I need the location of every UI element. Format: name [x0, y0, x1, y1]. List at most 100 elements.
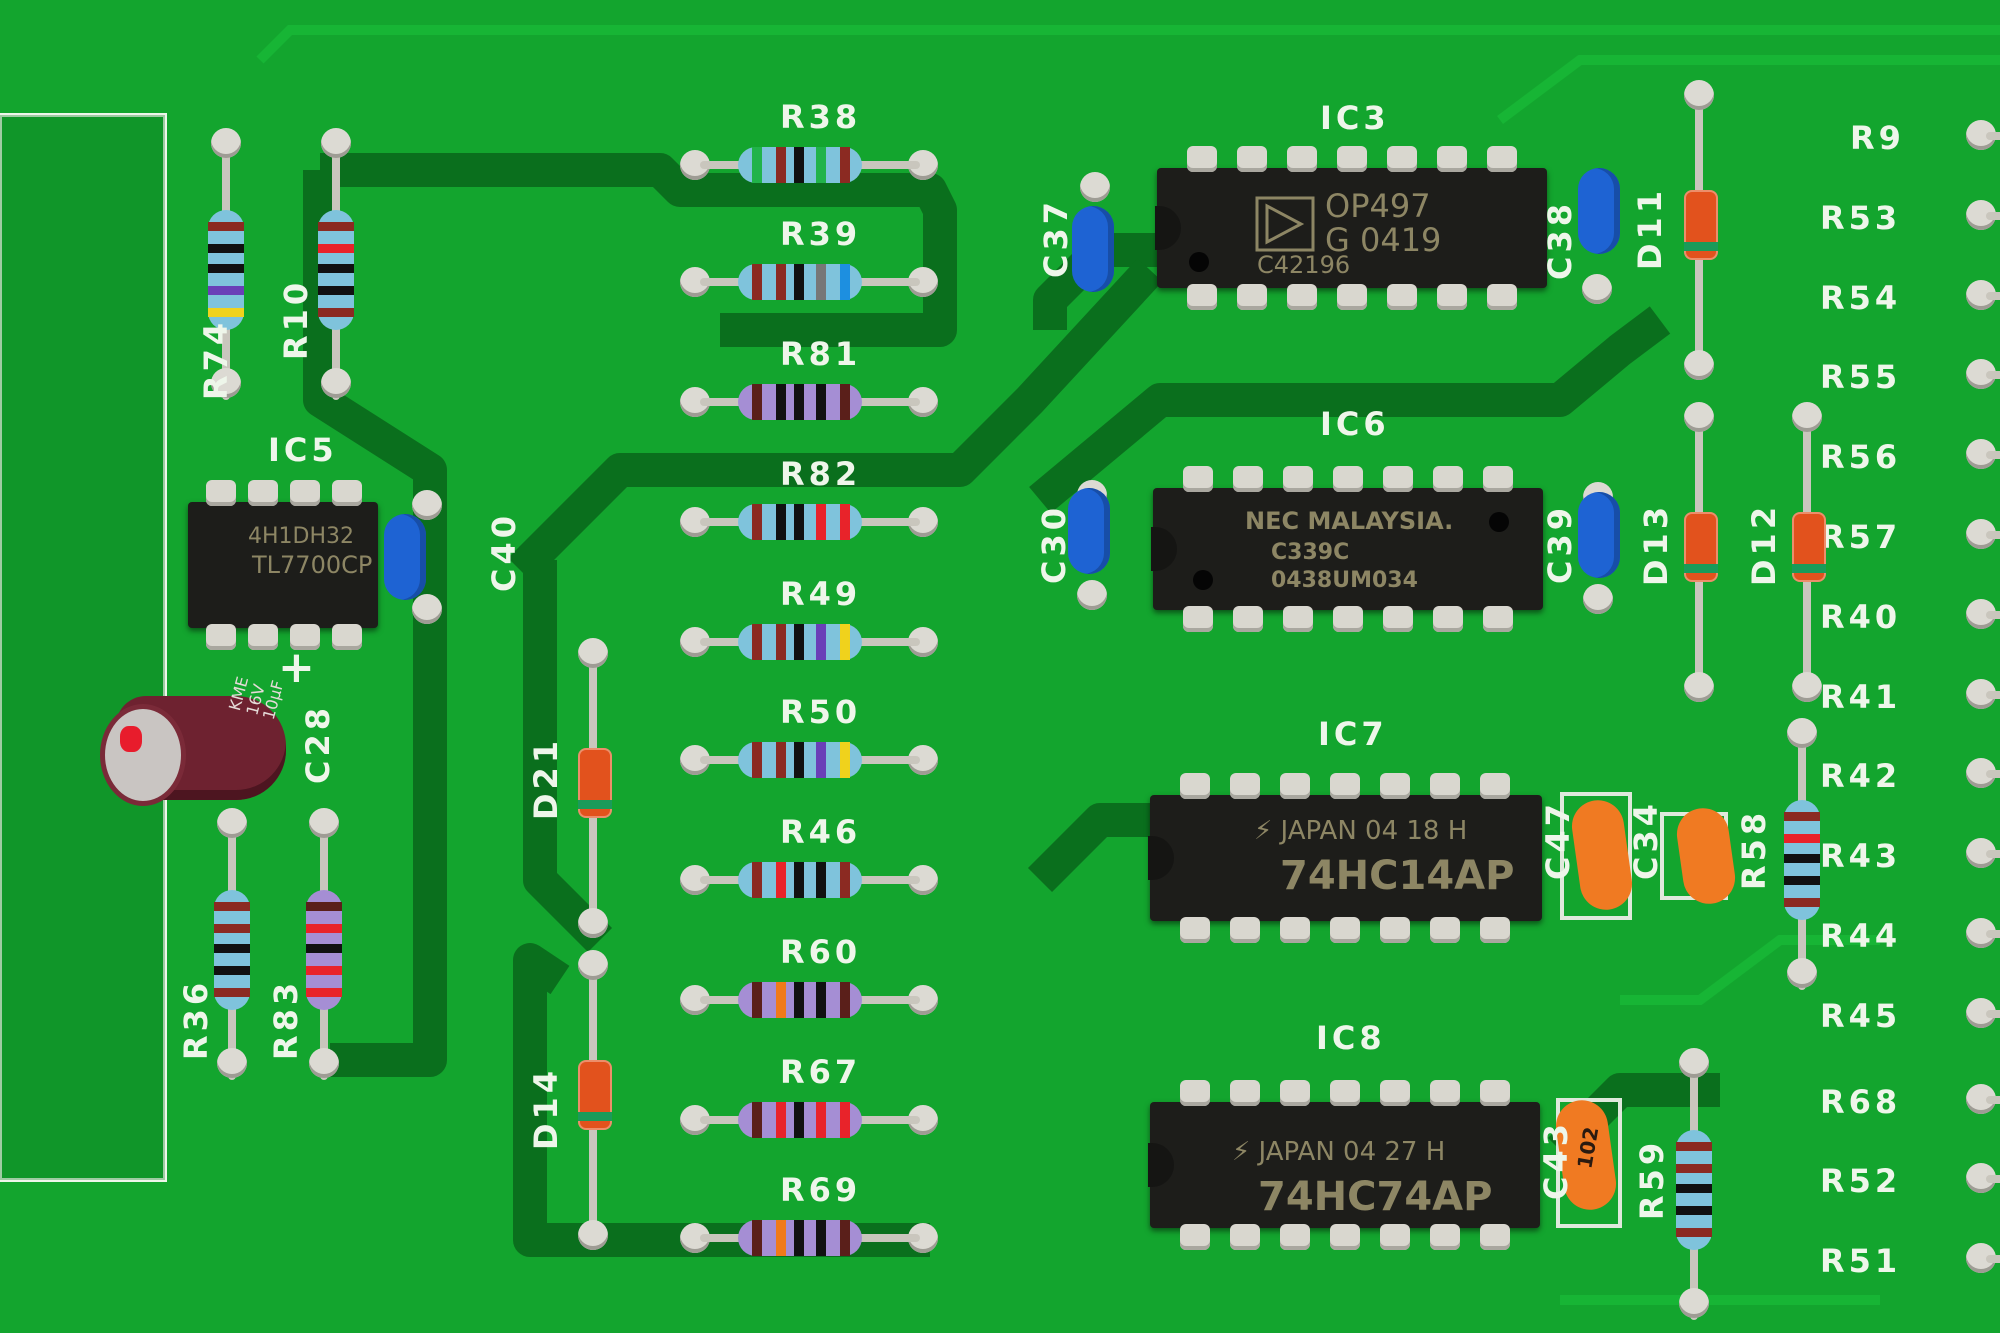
color-band — [752, 862, 762, 898]
resistor-label: R10 — [277, 278, 315, 360]
color-band — [752, 742, 762, 778]
capacitor-c30[interactable] — [1068, 488, 1110, 574]
diode-d12[interactable] — [1792, 512, 1826, 582]
color-band — [208, 222, 244, 231]
resistor-r59[interactable] — [1676, 1130, 1712, 1250]
ic-pin — [1280, 1224, 1310, 1250]
color-band — [1676, 1184, 1712, 1193]
toshiba-logo-icon: ⚡ — [1254, 816, 1273, 846]
diode-d13[interactable] — [1684, 512, 1718, 582]
ic-pin — [1333, 606, 1363, 632]
capacitor-c28-electrolytic[interactable]: KME 16V 10µF — [96, 675, 296, 806]
capacitor-c40[interactable] — [384, 514, 426, 600]
solder-pad — [211, 368, 241, 398]
color-band — [776, 862, 786, 898]
diode-d11[interactable] — [1684, 190, 1718, 260]
resistor-label: R39 — [780, 215, 862, 253]
ic8-origin: ⚡ JAPAN 04 27 H — [1232, 1137, 1445, 1168]
resistor-r81[interactable] — [738, 384, 862, 420]
resistor-r69[interactable] — [738, 1220, 862, 1256]
resistor-r39[interactable] — [738, 264, 862, 300]
color-band — [816, 1220, 826, 1256]
edge-label: R41 — [1820, 677, 1902, 716]
resistor-r74[interactable] — [208, 210, 244, 330]
capacitor-c38[interactable] — [1578, 168, 1620, 254]
diode-d21[interactable] — [578, 748, 612, 818]
color-band — [752, 624, 762, 660]
capacitor-c39[interactable] — [1578, 492, 1620, 578]
resistor-r10[interactable] — [318, 210, 354, 330]
resistor-r60[interactable] — [738, 982, 862, 1018]
resistor-r58[interactable] — [1784, 800, 1820, 920]
color-band — [1676, 1142, 1712, 1151]
resistor-r46[interactable] — [738, 862, 862, 898]
resistor-r83[interactable] — [306, 890, 342, 1010]
solder-pad — [1582, 274, 1612, 304]
ic8-part-number: 74HC74AP — [1258, 1174, 1493, 1220]
edge-label: R54 — [1820, 278, 1902, 317]
resistor-r50[interactable] — [738, 742, 862, 778]
edge-lead — [1986, 930, 2000, 938]
color-band — [776, 147, 786, 183]
resistor-r38[interactable] — [738, 147, 862, 183]
diode-d14[interactable] — [578, 1060, 612, 1130]
edge-lead — [1986, 1255, 2000, 1264]
edge-label: R40 — [1820, 597, 1902, 636]
color-band — [214, 944, 250, 953]
capacitor-c37[interactable] — [1072, 206, 1114, 292]
toshiba-logo-icon: ⚡ — [1232, 1137, 1251, 1167]
ic-pin — [1480, 1080, 1510, 1106]
c39-label: C39 — [1541, 503, 1579, 584]
solder-pad — [1684, 80, 1714, 110]
resistor-r36[interactable] — [214, 890, 250, 1010]
chip-notch — [1155, 206, 1181, 250]
color-band — [840, 1220, 850, 1256]
ic-pin — [1387, 146, 1417, 172]
ic6-chip[interactable]: NEC MALAYSIA. C339C 0438UM034 — [1151, 488, 1543, 610]
ic3-marking: OP497 G 0419 — [1325, 189, 1441, 257]
ic6-maker: NEC MALAYSIA. — [1245, 507, 1454, 535]
edge-lead — [1986, 1095, 2000, 1104]
color-band — [752, 147, 762, 183]
ic-pin — [1380, 917, 1410, 943]
color-band — [208, 286, 244, 295]
ic-pin — [1380, 773, 1410, 799]
edge-lead — [1986, 211, 2000, 220]
edge-lead — [1986, 770, 2000, 779]
color-band — [776, 624, 786, 660]
edge-lead — [1986, 132, 2000, 140]
resistor-label: R74 — [197, 318, 235, 400]
solder-pad — [412, 490, 442, 520]
ic5-chip[interactable]: 4H1DH32 TL7700CP — [188, 502, 378, 628]
ic-pin — [206, 624, 236, 650]
ic-pin — [1437, 284, 1467, 310]
ic-pin — [1230, 773, 1260, 799]
ic-pin — [1380, 1224, 1410, 1250]
color-band — [752, 1220, 762, 1256]
c43-outline — [1556, 1098, 1622, 1228]
diode-label: D13 — [1637, 502, 1675, 586]
resistor-r67[interactable] — [738, 1102, 862, 1138]
ic-pin — [1233, 466, 1263, 492]
analog-devices-logo-icon — [1255, 196, 1315, 252]
ic7-chip[interactable]: ⚡ JAPAN 04 18 H 74HC14AP — [1148, 795, 1542, 921]
solder-pad — [1792, 402, 1822, 432]
resistor-r82[interactable] — [738, 504, 862, 540]
ic-pin — [1180, 1224, 1210, 1250]
ic6-lot-code: 0438UM034 — [1271, 568, 1418, 593]
color-band — [840, 624, 850, 660]
color-band — [318, 244, 354, 253]
color-band — [776, 742, 786, 778]
ic-pin — [1330, 1080, 1360, 1106]
color-band — [776, 1102, 786, 1138]
color-band — [208, 308, 244, 317]
ic3-chip[interactable]: OP497 G 0419 C42196 — [1155, 168, 1547, 288]
pin1-dot — [1193, 570, 1213, 590]
ic8-chip[interactable]: ⚡ JAPAN 04 27 H 74HC74AP — [1148, 1102, 1540, 1228]
color-band — [794, 384, 804, 420]
edge-label: R42 — [1820, 757, 1902, 796]
solder-pad — [1077, 580, 1107, 610]
ic8-label: IC8 — [1316, 1019, 1386, 1057]
resistor-label: R36 — [177, 978, 215, 1060]
resistor-r49[interactable] — [738, 624, 862, 660]
